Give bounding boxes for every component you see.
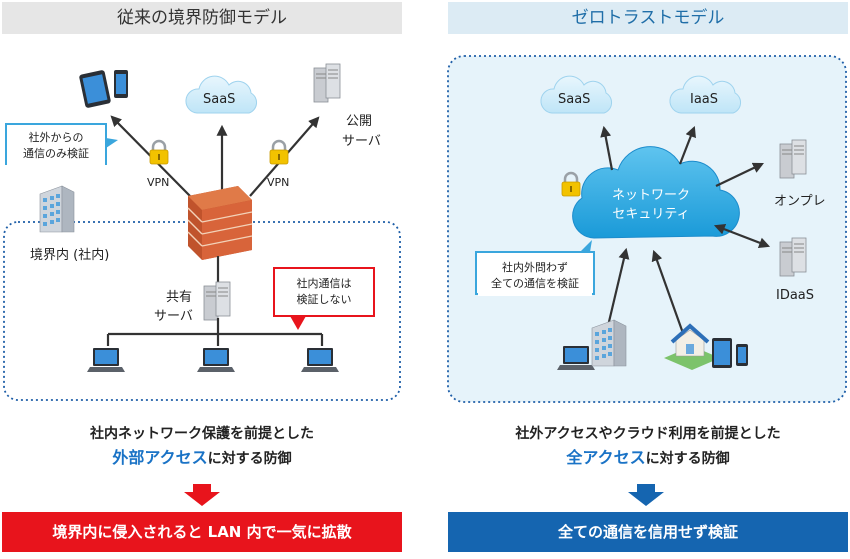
callout-inside-line2: 検証しない [296, 293, 352, 306]
callout-inside-text: 社内通信は 検証しない [275, 272, 373, 312]
office-building-icon [591, 319, 627, 367]
arrow-to-iaas [678, 125, 696, 165]
vpn-label-1: VPN [147, 176, 170, 189]
left-description: 社内ネットワーク保護を前提とした 外部アクセスに対する防御 [2, 422, 402, 471]
right-callout-line2: 全ての通信を検証 [491, 277, 579, 290]
right-callout-line1: 社内外問わず [502, 261, 568, 274]
left-saas-label: SaaS [203, 92, 236, 107]
right-desc-line1: 社外アクセスやクラウド利用を前提とした [515, 426, 781, 442]
idaas-server-icon [779, 237, 807, 277]
arrow-to-right-saas [600, 125, 614, 171]
left-title: 従来の境界防御モデル [2, 2, 402, 34]
home-remote-icon [664, 323, 748, 370]
public-server-label-1: 公開 [346, 114, 373, 129]
callout-outside-pointer [106, 138, 118, 148]
right-banner: 全ての通信を信用せず検証 [448, 512, 848, 552]
shared-server-icon [203, 281, 231, 321]
laptop-icon-3 [301, 348, 339, 372]
left-desc-rest: に対する防御 [207, 451, 292, 467]
network-label-line2: セキュリティ [612, 207, 690, 222]
perimeter-label: 境界内 (社内) [30, 248, 110, 263]
company-building-icon [39, 185, 75, 233]
left-banner: 境界内に侵入されると LAN 内で一気に拡散 [2, 512, 402, 552]
laptop-icon-1 [87, 348, 125, 372]
iaas-label: IaaS [690, 92, 719, 107]
left-perimeter-boundary [3, 221, 401, 401]
callout-outside-line2: 通信のみ検証 [23, 147, 89, 160]
right-description: 社外アクセスやクラウド利用を前提とした 全アクセスに対する防御 [448, 422, 848, 471]
firewall-icon [187, 186, 253, 260]
onpre-label: オンプレ [774, 194, 826, 209]
network-security-label: ネットワーク セキュリティ [596, 186, 706, 224]
mobile-devices-icon [79, 70, 128, 108]
left-desc-highlight: 外部アクセス [112, 448, 208, 467]
callout-outside-line1: 社外からの [28, 131, 84, 144]
callout-outside-text: 社外からの 通信のみ検証 [7, 126, 105, 166]
left-desc-line1: 社内ネットワーク保護を前提とした [90, 426, 314, 442]
right-callout-text: 社内外問わず 全ての通信を検証 [478, 256, 592, 296]
right-callout-pointer [580, 240, 592, 252]
vpn-lock-icon-1 [148, 139, 170, 166]
arrow-from-office [606, 247, 630, 327]
right-desc-highlight: 全アクセス [566, 448, 646, 467]
public-server-icon [313, 63, 341, 103]
arrow-to-onpre [715, 162, 764, 187]
left-down-arrow [184, 484, 220, 506]
shared-server-label-2: サーバ [154, 309, 193, 324]
onpre-server-icon [779, 139, 807, 179]
callout-inside-line1: 社内通信は [296, 277, 352, 290]
right-title: ゼロトラストモデル [448, 2, 848, 34]
network-security-cloud-icon [572, 146, 740, 239]
right-down-arrow [628, 484, 664, 506]
laptop-icon-2 [197, 348, 235, 372]
right-saas-label: SaaS [558, 92, 591, 107]
network-label-line1: ネットワーク [611, 188, 690, 203]
arrow-to-idaas [713, 224, 771, 248]
right-desc-rest: に対する防御 [645, 451, 730, 467]
public-server-label-2: サーバ [342, 134, 381, 149]
idaas-label: IDaaS [776, 288, 815, 303]
shared-server-label-1: 共有 [166, 290, 193, 305]
callout-inside-pointer [290, 316, 306, 330]
vpn-lock-icon-2 [268, 139, 290, 166]
arrow-from-home [651, 249, 686, 337]
vpn-label-2: VPN [267, 176, 290, 189]
